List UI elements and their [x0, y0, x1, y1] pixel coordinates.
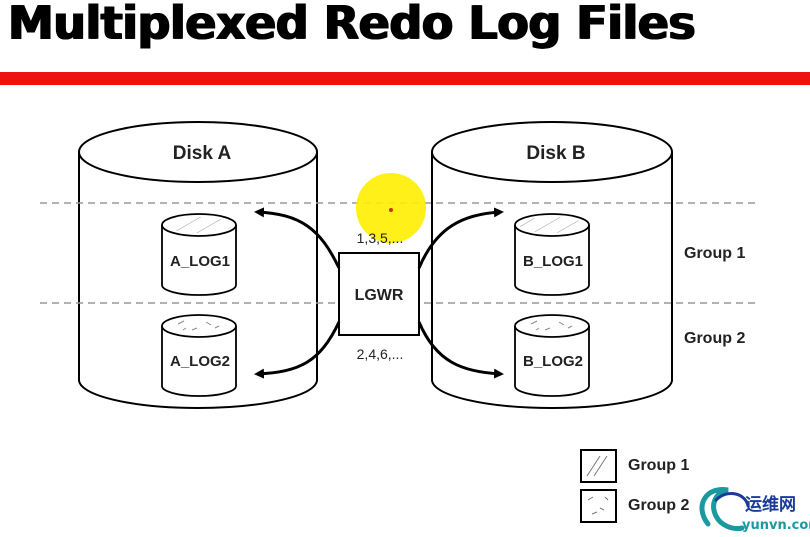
watermark-url-text: yunvn.com	[742, 518, 810, 533]
disk-a-label: Disk A	[173, 143, 232, 164]
arrow-to-b-log2	[417, 321, 504, 379]
a-log1-label: A_LOG1	[170, 253, 230, 270]
group1-side-label: Group 1	[684, 245, 745, 262]
legend: Group 1 Group 2	[580, 449, 689, 523]
group2-sequence-label: 2,4,6,...	[357, 346, 404, 362]
b-log1-label: B_LOG1	[523, 253, 583, 270]
title-underline-bar	[0, 72, 810, 85]
legend-group2-swatch	[580, 489, 617, 523]
a-log2-label: A_LOG2	[170, 353, 230, 370]
disk-b-label: Disk B	[526, 143, 585, 164]
page-title: Multiplexed Redo Log Files	[8, 0, 696, 50]
lgwr-box	[338, 252, 420, 336]
lgwr-label: LGWR	[355, 287, 404, 304]
arrow-to-b-log1	[417, 207, 504, 269]
b-log1-cylinder	[514, 213, 590, 296]
group1-sequence-label: 1,3,5,...	[357, 230, 404, 246]
b-log2-label: B_LOG2	[523, 353, 583, 370]
watermark-cn-text: 运维网	[745, 494, 796, 515]
arrow-to-a-log1	[254, 207, 341, 269]
legend-group1-label: Group 1	[628, 457, 689, 474]
a-log2-cylinder	[161, 314, 237, 397]
cursor-dot	[389, 208, 393, 212]
legend-group1-swatch	[580, 449, 617, 483]
group2-side-label: Group 2	[684, 330, 745, 347]
arrow-to-a-log2	[254, 321, 341, 379]
yunvn-watermark-logo: 运维网 yunvn.com	[699, 487, 810, 533]
b-log2-cylinder	[514, 314, 590, 397]
a-log1-cylinder	[161, 213, 237, 296]
legend-group2-label: Group 2	[628, 497, 689, 514]
